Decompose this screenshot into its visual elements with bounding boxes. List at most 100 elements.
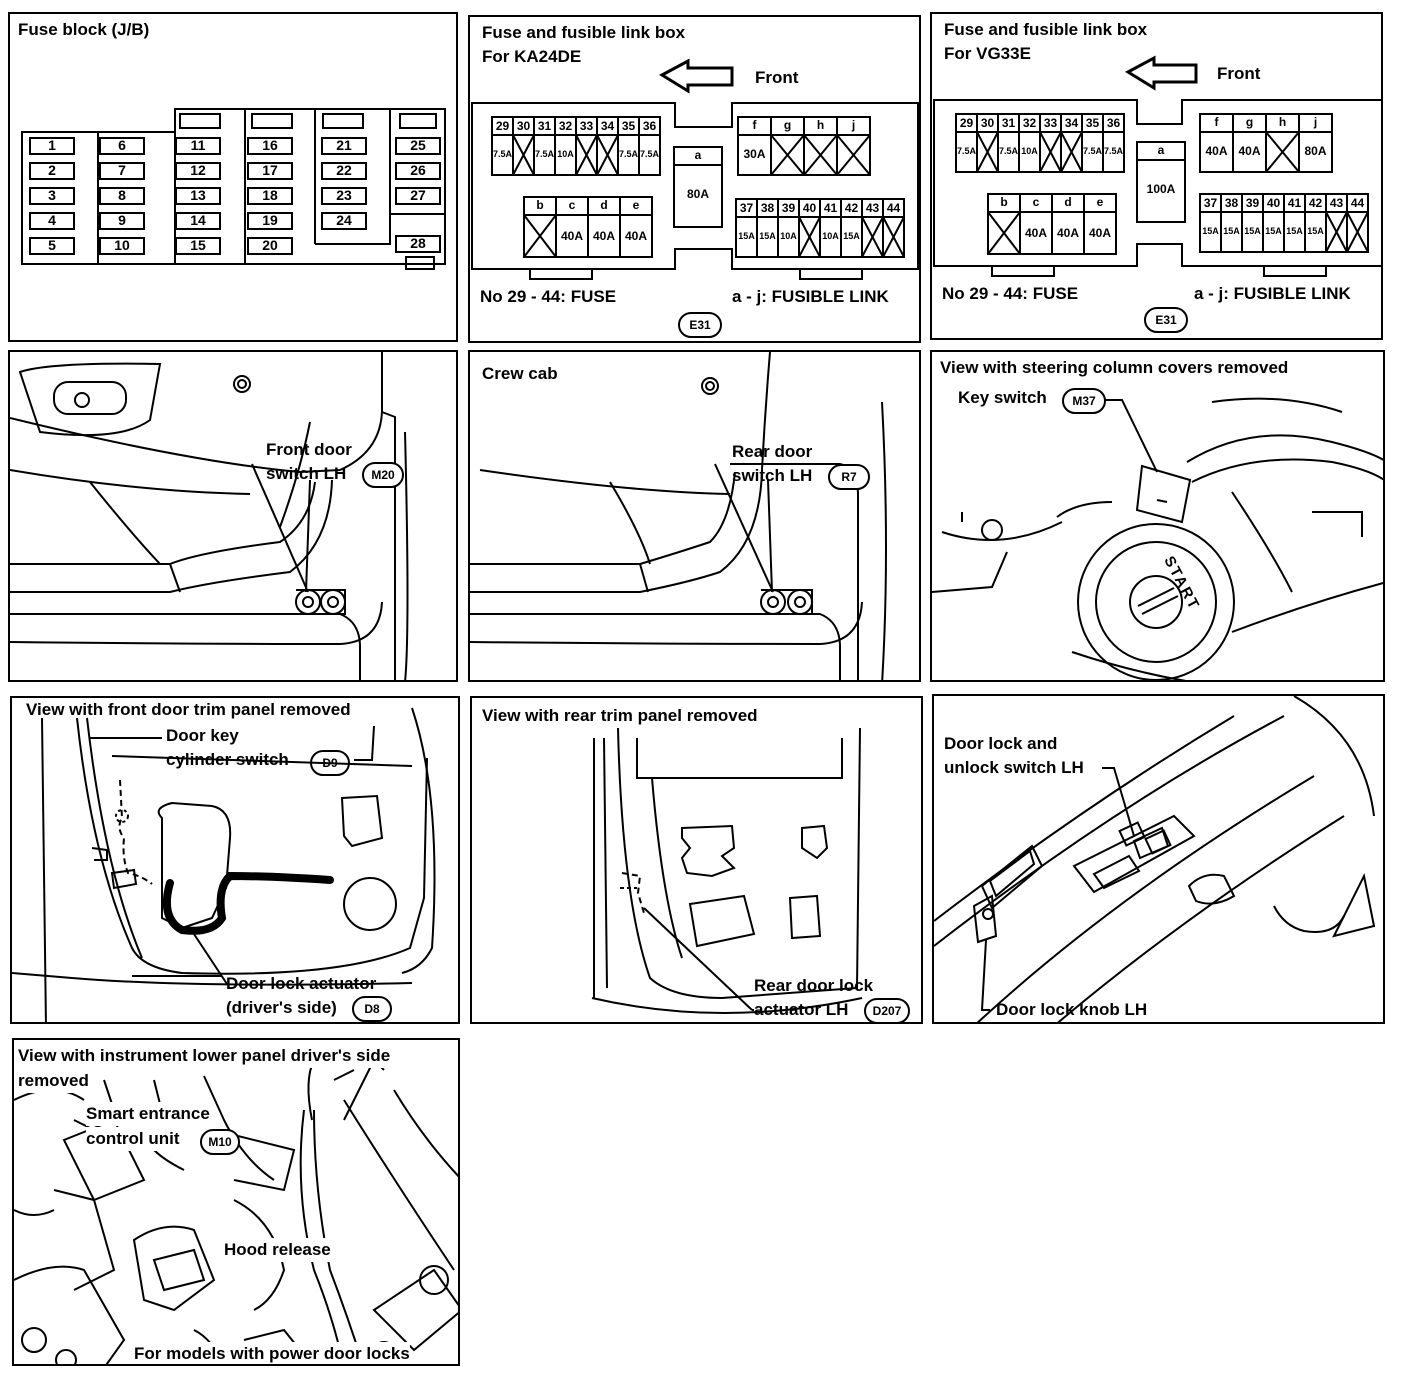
front-arrow-icon [1124, 55, 1198, 91]
fuse-number: 17 [262, 162, 278, 178]
fuse-rating: 10A [557, 149, 574, 159]
link-label: d [600, 198, 608, 212]
fuse-number: 28 [410, 235, 426, 251]
fuse-number: 36 [1106, 116, 1121, 130]
fuse-number: 14 [190, 212, 206, 228]
fuse-slot [321, 137, 367, 155]
fuse-number: 15 [190, 237, 206, 253]
fuse-number: 43 [1329, 196, 1344, 210]
fuse-number: 31 [1001, 116, 1016, 130]
link-rating: 80A [686, 187, 709, 201]
fuse-number: 26 [410, 162, 426, 178]
door-lock-switch-panel: Door lock and unlock switch LH Door lock… [932, 694, 1385, 1024]
fuse-slot [638, 134, 661, 176]
blank-slot-cross [575, 134, 598, 176]
fuse-slot [29, 187, 75, 205]
ka24de-link-legend: a - j: FUSIBLE LINK [732, 287, 889, 306]
fuse-slot [247, 162, 293, 180]
fuse-number: 10 [114, 237, 130, 253]
fuse-slot [99, 237, 145, 255]
fuse-number: 21 [336, 137, 352, 153]
fuse-block-drawing [21, 108, 446, 270]
vg33e-fuse-box-panel: Fuse and fusible link box For VG33E Fron… [930, 12, 1383, 340]
fuse-slot [395, 137, 441, 155]
ka24de-fuse-box-panel: Fuse and fusible link box For KA24DE Fro… [468, 15, 921, 343]
power-door-locks-footer: For models with power door locks [134, 1342, 410, 1364]
fuse-slot [175, 237, 221, 255]
link-label: d [1064, 195, 1072, 209]
fuse-number: 27 [410, 187, 426, 203]
link-slot [836, 134, 871, 176]
fuse-number: 35 [1085, 116, 1100, 130]
fuse-number: 40 [802, 201, 817, 215]
link-label: j [851, 118, 856, 132]
fuse-number: 29 [495, 119, 510, 133]
link-label: f [1214, 115, 1219, 129]
door-lock-knob-label: Door lock knob LH [996, 1000, 1148, 1019]
fuse-number: 29 [959, 116, 974, 130]
fuse-rating: 15A [1265, 226, 1282, 236]
blank-slot-cross [1346, 211, 1369, 253]
fuse-rating: 15A [1307, 226, 1324, 236]
fuse-rating: 15A [759, 231, 776, 241]
link-label: h [816, 118, 825, 132]
fuse-number: 31 [537, 119, 552, 133]
fuse-rating: 7.5A [956, 146, 976, 156]
fuse-slot [247, 187, 293, 205]
fuse-number: 36 [642, 119, 657, 133]
instrument-panel-view: View with instrument lower panel driver'… [12, 1038, 460, 1366]
link-label: c [568, 198, 576, 212]
fuse-rating: 15A [1223, 226, 1240, 236]
front-door-switch-label-line1: Front door [266, 440, 352, 459]
fuse-rating: 15A [1202, 226, 1219, 236]
fuse-number: 35 [621, 119, 636, 133]
fuse-number: 41 [823, 201, 838, 215]
front-door-connector-badge: M20 [362, 462, 404, 488]
fuse-rating: 7.5A [1103, 146, 1123, 156]
link-rating: 40A [1088, 226, 1111, 240]
fuse-number: 18 [262, 187, 278, 203]
link-label: e [1096, 195, 1104, 209]
key-switch-drawing [932, 397, 1383, 680]
fuse-slot [175, 212, 221, 230]
fuse-slot [247, 237, 293, 255]
smart-entrance-label-line2: control unit [86, 1127, 180, 1151]
door-lock-switch-label-line1: Door lock and [944, 734, 1058, 753]
fuse-number: 12 [190, 162, 206, 178]
fuse-number: 44 [1350, 196, 1365, 210]
door-lock-switch-drawing [934, 696, 1376, 1022]
door-key-switch-label-line1: Door key [166, 726, 239, 745]
fuse-slot [321, 212, 367, 230]
fuse-number: 5 [48, 237, 56, 253]
blank-slot-cross [1325, 211, 1348, 253]
fuse-number: 33 [1043, 116, 1058, 130]
link-label: j [1313, 115, 1318, 129]
fuse-number: 43 [865, 201, 880, 215]
front-trim-view-title: View with front door trim panel removed [26, 700, 351, 719]
front-door-trim-panel: View with front door trim panel removed … [10, 696, 460, 1024]
blank-slot-cross [882, 216, 905, 258]
link-label: c [1032, 195, 1040, 209]
fuse-number: 23 [336, 187, 352, 203]
blank-slot-cross [987, 211, 1021, 255]
vg33e-connector-badge: E31 [1144, 307, 1188, 333]
fuse-number: 19 [262, 212, 278, 228]
vg33e-drawing [933, 55, 1381, 277]
smart-entrance-connector-badge: M10 [200, 1129, 240, 1155]
blank-slot-cross [1039, 131, 1062, 173]
rear-door-actuator-connector-badge: D207 [864, 998, 910, 1022]
ka24de-title-line2: For KA24DE [482, 47, 582, 66]
front-door-switch-panel: Front door switch LH M20 [8, 350, 458, 682]
blank-slot-cross [1265, 131, 1300, 173]
blank-slot-cross [770, 134, 805, 176]
fuse-number: 39 [1245, 196, 1260, 210]
fuse-number: 37 [1203, 196, 1218, 210]
vg33e-fuse-legend: No 29 - 44: FUSE [942, 284, 1079, 303]
crew-cab-panel: Crew cab Rear door switch LH R7 [468, 350, 921, 682]
door-lock-actuator-connector-badge: D8 [352, 996, 392, 1022]
ka24de-title-line1: Fuse and fusible link box [482, 23, 686, 42]
fuse-number: 39 [781, 201, 796, 215]
link-slot [1083, 211, 1117, 255]
smart-entrance-label-line1: Smart entrance [86, 1102, 210, 1126]
fuse-slot [29, 212, 75, 230]
